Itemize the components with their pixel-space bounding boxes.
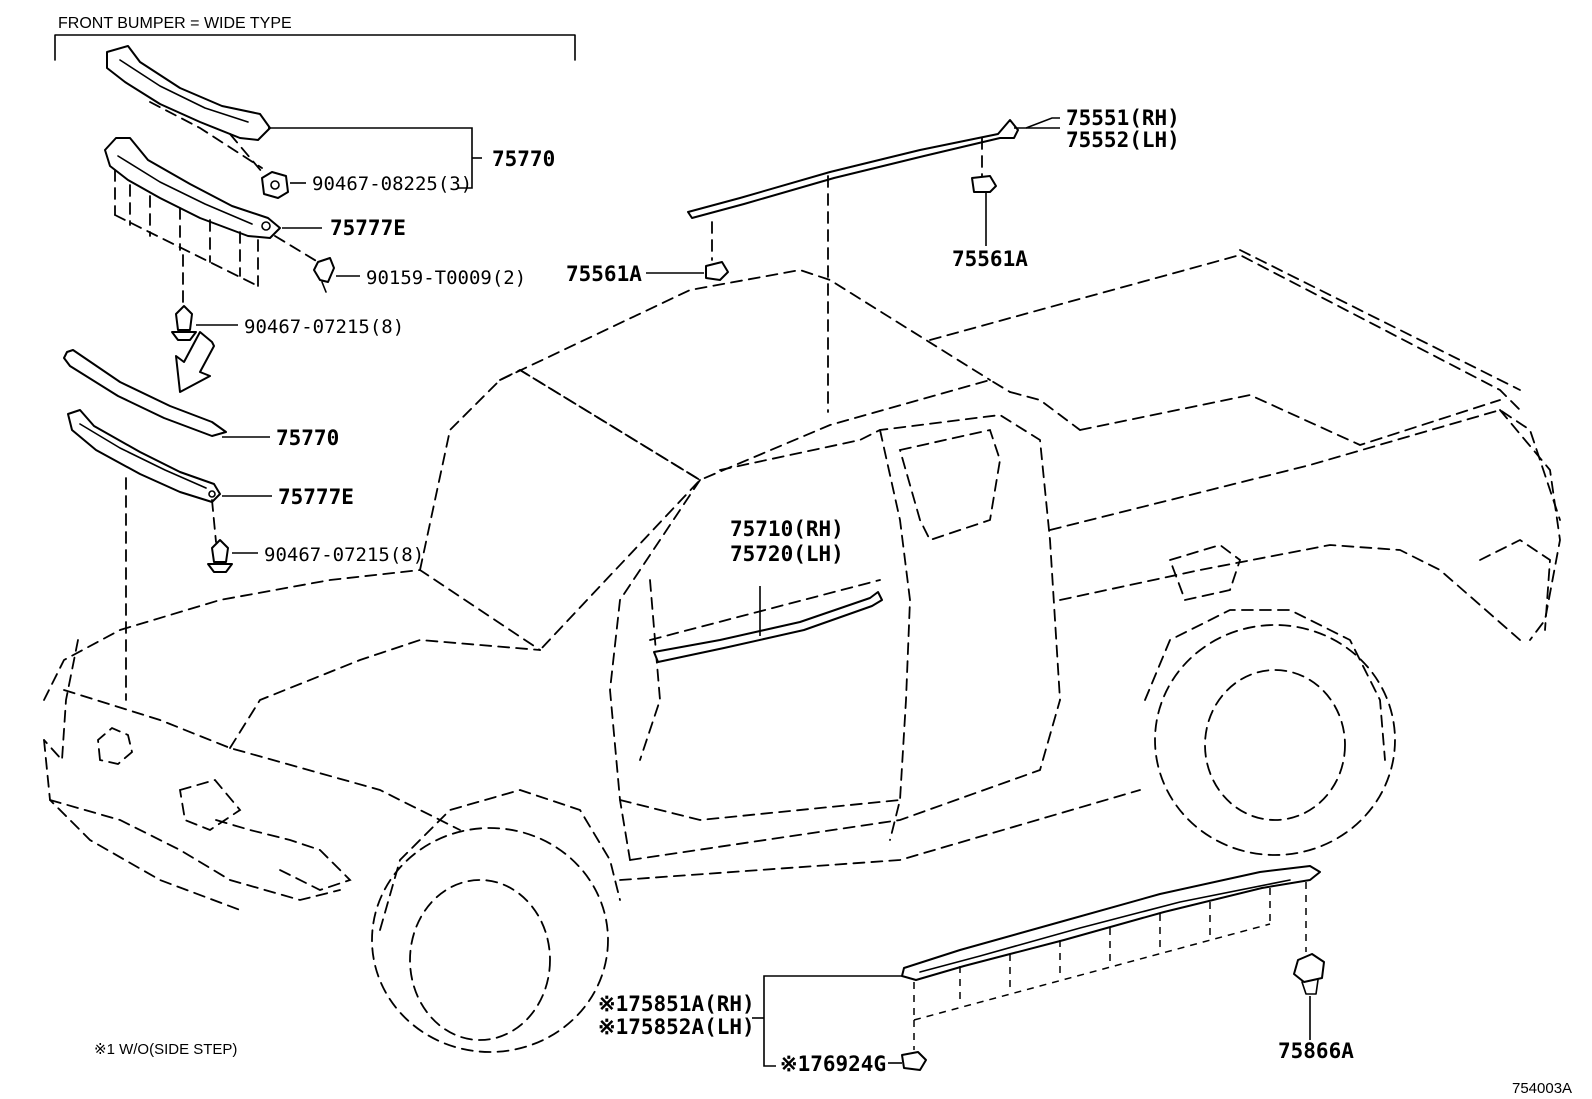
part-75551-roof-molding [687, 119, 1019, 219]
rocker-leaders [752, 975, 902, 1067]
upper-retainer-projection [114, 169, 259, 311]
part-75770-wide-garnish [106, 45, 271, 141]
label-90467-07215-mid: 90467-07215(8) [264, 544, 424, 566]
bolt-90159-T0009-icon [313, 257, 335, 293]
label-75720: 75720(LH) [730, 542, 844, 566]
part-75851A-rocker-molding [901, 865, 1321, 981]
clip-90467-07215-mid-icon [207, 539, 233, 573]
label-75551: 75551(RH) [1066, 106, 1180, 130]
label-75561A-left: 75561A [566, 262, 642, 286]
clip-90467-08225-icon [261, 171, 289, 199]
label-90159-T0009: 90159-T0009(2) [366, 267, 526, 289]
clip-75561A-left-icon [705, 261, 729, 281]
rocker-projection [913, 882, 1307, 1050]
part-75770-garnish [63, 349, 227, 437]
footnote: ※1 W/O(SIDE STEP) [94, 1041, 237, 1058]
label-75710: 75710(RH) [730, 517, 844, 541]
mid-group-leaders [222, 436, 272, 554]
header-title: FRONT BUMPER = WIDE TYPE [58, 15, 292, 32]
clip-75866A-icon [1293, 953, 1325, 995]
label-75866A: 75866A [1278, 1039, 1354, 1063]
clip-76924G-icon [901, 1051, 927, 1071]
label-75770-mid: 75770 [276, 426, 339, 450]
label-75777E-mid: 75777E [278, 485, 354, 509]
part-75710-belt-molding [653, 591, 883, 663]
label-90467-07215-top: 90467-07215(8) [244, 316, 404, 338]
diagram-id: 754003A [1512, 1080, 1572, 1097]
clip-75561A-right-icon [971, 175, 997, 193]
label-75851A: ※175851A(RH) [598, 992, 755, 1016]
label-76924G: ※176924G [780, 1052, 886, 1076]
direction-arrow-icon [175, 331, 215, 393]
upper-group-leaders [196, 127, 482, 326]
label-90467-08225: 90467-08225(3) [312, 173, 472, 195]
part-75777E-retainer [67, 409, 221, 503]
label-75561A-right: 75561A [952, 247, 1028, 271]
part-75777E-upper-retainer [104, 137, 281, 239]
label-75777E-top: 75777E [330, 216, 406, 240]
clip-90467-07215-upper-icon [171, 305, 197, 341]
wide-type-bracket [54, 34, 576, 61]
label-75552: 75552(LH) [1066, 128, 1180, 152]
truck-body-outline [43, 249, 1561, 1053]
label-75770-top: 75770 [492, 147, 555, 171]
label-75852A: ※175852A(LH) [598, 1015, 755, 1039]
